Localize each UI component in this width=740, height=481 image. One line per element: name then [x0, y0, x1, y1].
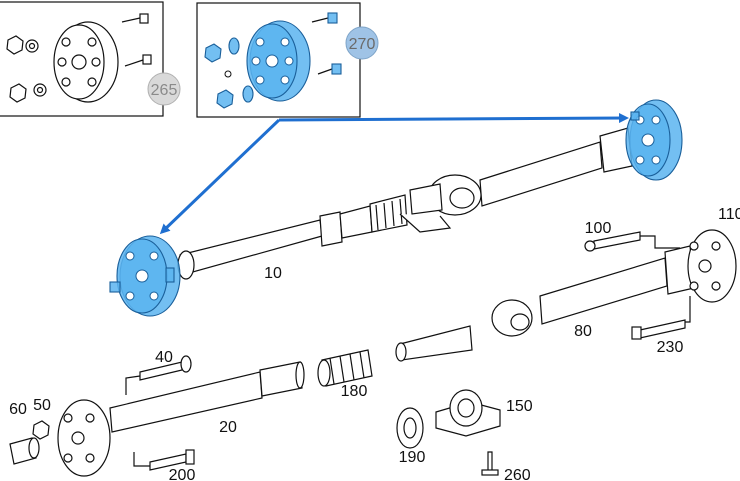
- main-propshaft-10[interactable]: [177, 127, 633, 280]
- part-230-bolt[interactable]: [631, 296, 691, 340]
- part-180-boot[interactable]: [317, 349, 373, 387]
- part-190-bearing[interactable]: [396, 407, 424, 449]
- label-100: 100: [585, 220, 612, 237]
- badge-265[interactable]: 265: [147, 72, 181, 106]
- flex-disc-rear-highlight[interactable]: [109, 235, 181, 317]
- arrow-to-front-disc: [278, 113, 629, 124]
- reference-arrows: [159, 113, 629, 235]
- bolts-265: [121, 13, 152, 67]
- part-60-sleeve[interactable]: [9, 437, 40, 465]
- label-180: 180: [341, 383, 368, 400]
- label-40: 40: [155, 349, 173, 366]
- label-110: 110: [718, 206, 740, 223]
- part-40-bolt[interactable]: [125, 355, 192, 395]
- bolts-270: [311, 12, 342, 75]
- label-200: 200: [169, 467, 196, 481]
- flex-disc-270: [246, 20, 311, 102]
- badge-265-label: 265: [151, 82, 178, 99]
- label-80: 80: [574, 323, 592, 340]
- flex-disc-front-highlight[interactable]: [625, 99, 683, 181]
- part-150-center-bearing[interactable]: [435, 389, 501, 437]
- nuts-270: [204, 37, 254, 109]
- part-50-washer[interactable]: [32, 420, 50, 440]
- label-260: 260: [504, 467, 531, 481]
- label-50: 50: [33, 397, 51, 414]
- label-230: 230: [657, 339, 684, 356]
- inset-270[interactable]: 270: [196, 2, 379, 118]
- inset-265[interactable]: 265: [0, 1, 181, 117]
- badge-270[interactable]: 270: [345, 26, 379, 60]
- label-150: 150: [506, 398, 533, 415]
- nuts-265: [6, 35, 47, 103]
- part-260-screw[interactable]: [481, 451, 499, 476]
- flex-disc-265: [53, 21, 119, 103]
- label-60: 60: [9, 401, 27, 418]
- badge-270-label: 270: [349, 36, 376, 53]
- label-10: 10: [264, 265, 282, 282]
- label-20: 20: [219, 419, 237, 436]
- propshaft-80[interactable]: [395, 229, 737, 362]
- label-190: 190: [399, 449, 426, 466]
- propshaft-20[interactable]: [57, 361, 305, 477]
- part-100-bolt[interactable]: [584, 231, 680, 252]
- arrow-to-rear-disc: [159, 118, 281, 235]
- part-200-bolt[interactable]: [133, 449, 195, 471]
